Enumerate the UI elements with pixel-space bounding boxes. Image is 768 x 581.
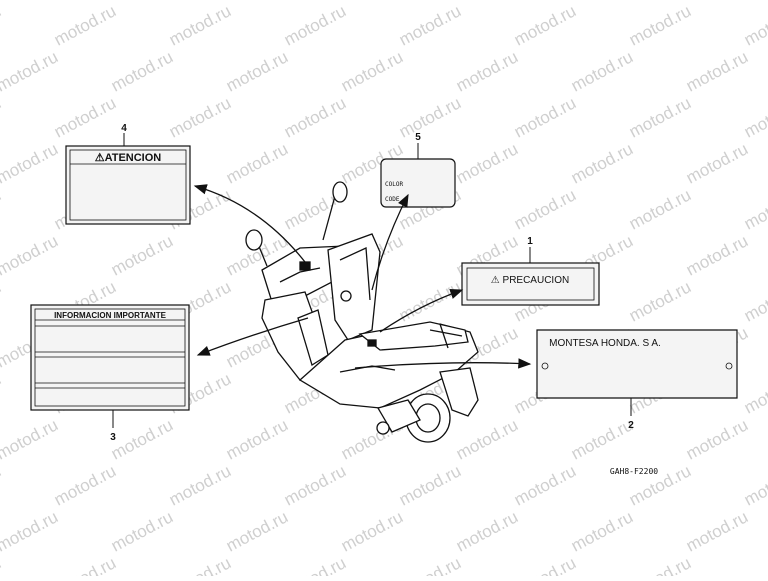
watermark-text: motod.ru xyxy=(396,93,464,141)
code-text: CODE xyxy=(385,196,400,203)
watermark-text: motod.ru xyxy=(0,415,61,463)
watermark-text: motod.ru xyxy=(626,1,694,49)
watermark-text: motod.ru xyxy=(568,47,636,95)
watermark-text: motod.ru xyxy=(166,93,234,141)
watermark-text: motod.ru xyxy=(626,185,694,233)
watermark-text: motod.ru xyxy=(338,47,406,95)
pointer-arrows xyxy=(193,184,532,369)
watermark-text: motod.ru xyxy=(683,0,751,4)
watermark-text: motod.ru xyxy=(396,1,464,49)
watermark-text: motod.ru xyxy=(0,231,61,279)
scooter-illustration xyxy=(245,181,479,443)
label-2-montesa-plate: MONTESA HONDA. S A. xyxy=(536,329,738,399)
color-text: COLOR xyxy=(385,181,403,188)
watermark-text: motod.ru xyxy=(568,507,636,555)
watermark-text: motod.ru xyxy=(568,139,636,187)
watermark-text: motod.ru xyxy=(0,0,61,4)
watermark-text: motod.ru xyxy=(223,507,291,555)
watermark-text: motod.ru xyxy=(568,415,636,463)
watermark-text: motod.ru xyxy=(683,139,751,187)
watermark-text: motod.ru xyxy=(568,0,636,4)
watermark-text: motod.ru xyxy=(166,1,234,49)
watermark-text: motod.ru xyxy=(741,1,768,49)
watermark-text: motod.ru xyxy=(741,185,768,233)
atencion-text: ⚠ATENCION xyxy=(95,152,162,164)
callout-3: 3 xyxy=(110,432,116,443)
watermark-text: motod.ru xyxy=(453,415,521,463)
watermark-text: motod.ru xyxy=(338,507,406,555)
watermark-text: motod.ru xyxy=(741,461,768,509)
label-5-color-code: COLOR CODE xyxy=(380,158,456,208)
watermark-text: motod.ru xyxy=(511,93,579,141)
label-3-informacion: INFORMACION IMPORTANTE xyxy=(30,304,190,411)
watermark-text: motod.ru xyxy=(396,461,464,509)
watermark-text: motod.ru xyxy=(741,277,768,325)
watermark-text: motod.ru xyxy=(453,139,521,187)
watermark-text: motod.ru xyxy=(453,507,521,555)
watermark-text: motod.ru xyxy=(51,553,119,576)
callout-5: 5 xyxy=(415,132,421,143)
watermark-text: motod.ru xyxy=(51,93,119,141)
watermark-text: motod.ru xyxy=(108,415,176,463)
watermark-text: motod.ru xyxy=(741,369,768,417)
watermark-text: motod.ru xyxy=(0,47,61,95)
watermark-text: motod.ru xyxy=(108,0,176,4)
watermark-text: motod.ru xyxy=(108,507,176,555)
watermark-text: motod.ru xyxy=(741,553,768,576)
watermark-text: motod.ru xyxy=(0,507,61,555)
watermark-text: motod.ru xyxy=(223,139,291,187)
watermark-text: motod.ru xyxy=(683,231,751,279)
watermark-text: motod.ru xyxy=(626,553,694,576)
watermark-text: motod.ru xyxy=(511,1,579,49)
watermark-text: motod.ru xyxy=(0,93,4,141)
callout-1: 1 xyxy=(527,236,533,247)
watermark-text: motod.ru xyxy=(223,47,291,95)
watermark-text: motod.ru xyxy=(396,553,464,576)
watermark-text: motod.ru xyxy=(0,185,4,233)
watermark-text: motod.ru xyxy=(511,461,579,509)
watermark-text: motod.ru xyxy=(166,461,234,509)
watermark-text: motod.ru xyxy=(338,0,406,4)
watermark-text: motod.ru xyxy=(0,553,4,576)
watermark-text: motod.ru xyxy=(0,369,4,417)
watermark-text: motod.ru xyxy=(281,461,349,509)
label-1-precaucion: ⚠ PRECAUCION xyxy=(461,262,600,306)
watermark-text: motod.ru xyxy=(453,0,521,4)
watermark-text: motod.ru xyxy=(511,553,579,576)
watermark-text: motod.ru xyxy=(0,1,4,49)
watermark-text: motod.ru xyxy=(626,277,694,325)
figure-code: GAH8-F2200 xyxy=(610,467,658,476)
watermark-text: motod.ru xyxy=(108,47,176,95)
watermark-text: motod.ru xyxy=(511,185,579,233)
watermark-text: motod.ru xyxy=(51,1,119,49)
watermark-text: motod.ru xyxy=(51,461,119,509)
watermark-text: motod.ru xyxy=(453,47,521,95)
watermark-text: motod.ru xyxy=(741,93,768,141)
informacion-text: INFORMACION IMPORTANTE xyxy=(54,311,167,320)
watermark-text: motod.ru xyxy=(683,415,751,463)
watermark-text: motod.ru xyxy=(683,507,751,555)
callout-4: 4 xyxy=(121,123,127,134)
watermark-text: motod.ru xyxy=(0,277,4,325)
watermark-text: motod.ru xyxy=(0,461,4,509)
watermark-text: motod.ru xyxy=(223,415,291,463)
montesa-text: MONTESA HONDA. S A. xyxy=(549,338,661,349)
watermark-text: motod.ru xyxy=(223,0,291,4)
watermark-text: motod.ru xyxy=(281,1,349,49)
watermark-text: motod.ru xyxy=(683,47,751,95)
callout-2: 2 xyxy=(628,420,634,431)
precaucion-text: ⚠ PRECAUCION xyxy=(491,275,569,286)
label-4-atencion: ⚠ATENCION xyxy=(65,145,191,225)
watermark-text: motod.ru xyxy=(281,93,349,141)
watermark-text: motod.ru xyxy=(108,231,176,279)
watermark-text: motod.ru xyxy=(626,93,694,141)
watermark-text: motod.ru xyxy=(281,553,349,576)
watermark-text: motod.ru xyxy=(396,277,464,325)
watermark-text: motod.ru xyxy=(166,553,234,576)
watermark-text: motod.ru xyxy=(0,139,61,187)
